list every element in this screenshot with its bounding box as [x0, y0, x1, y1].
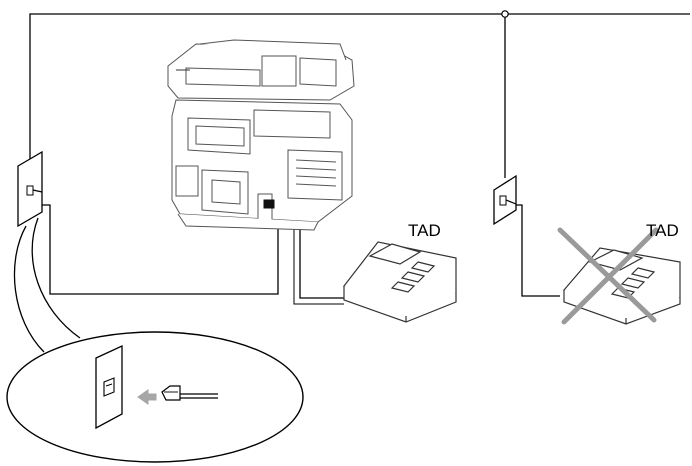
main-line-loop: [29, 13, 690, 178]
right-jack-to-tad-line: [505, 204, 560, 297]
wall-jack-icon: [17, 150, 43, 228]
wall-jack-icon: [95, 344, 123, 430]
tad-label: TAD: [408, 221, 441, 240]
jack-to-machine-line: [30, 204, 279, 295]
cross-icon: [557, 227, 659, 325]
callout-tail: [13, 217, 81, 353]
answering-machine-icon: [343, 241, 457, 323]
detail-callout: [6, 217, 304, 463]
fax-machine-icon: [167, 39, 355, 231]
telephone-plug-icon: [161, 385, 218, 401]
wall-jack-icon: [493, 174, 517, 226]
arrow-left-icon: [137, 389, 157, 405]
line-junction-dot: [501, 10, 509, 18]
answering-machine-icon: [563, 247, 681, 325]
tad-label-not-allowed: TAD: [646, 221, 679, 240]
